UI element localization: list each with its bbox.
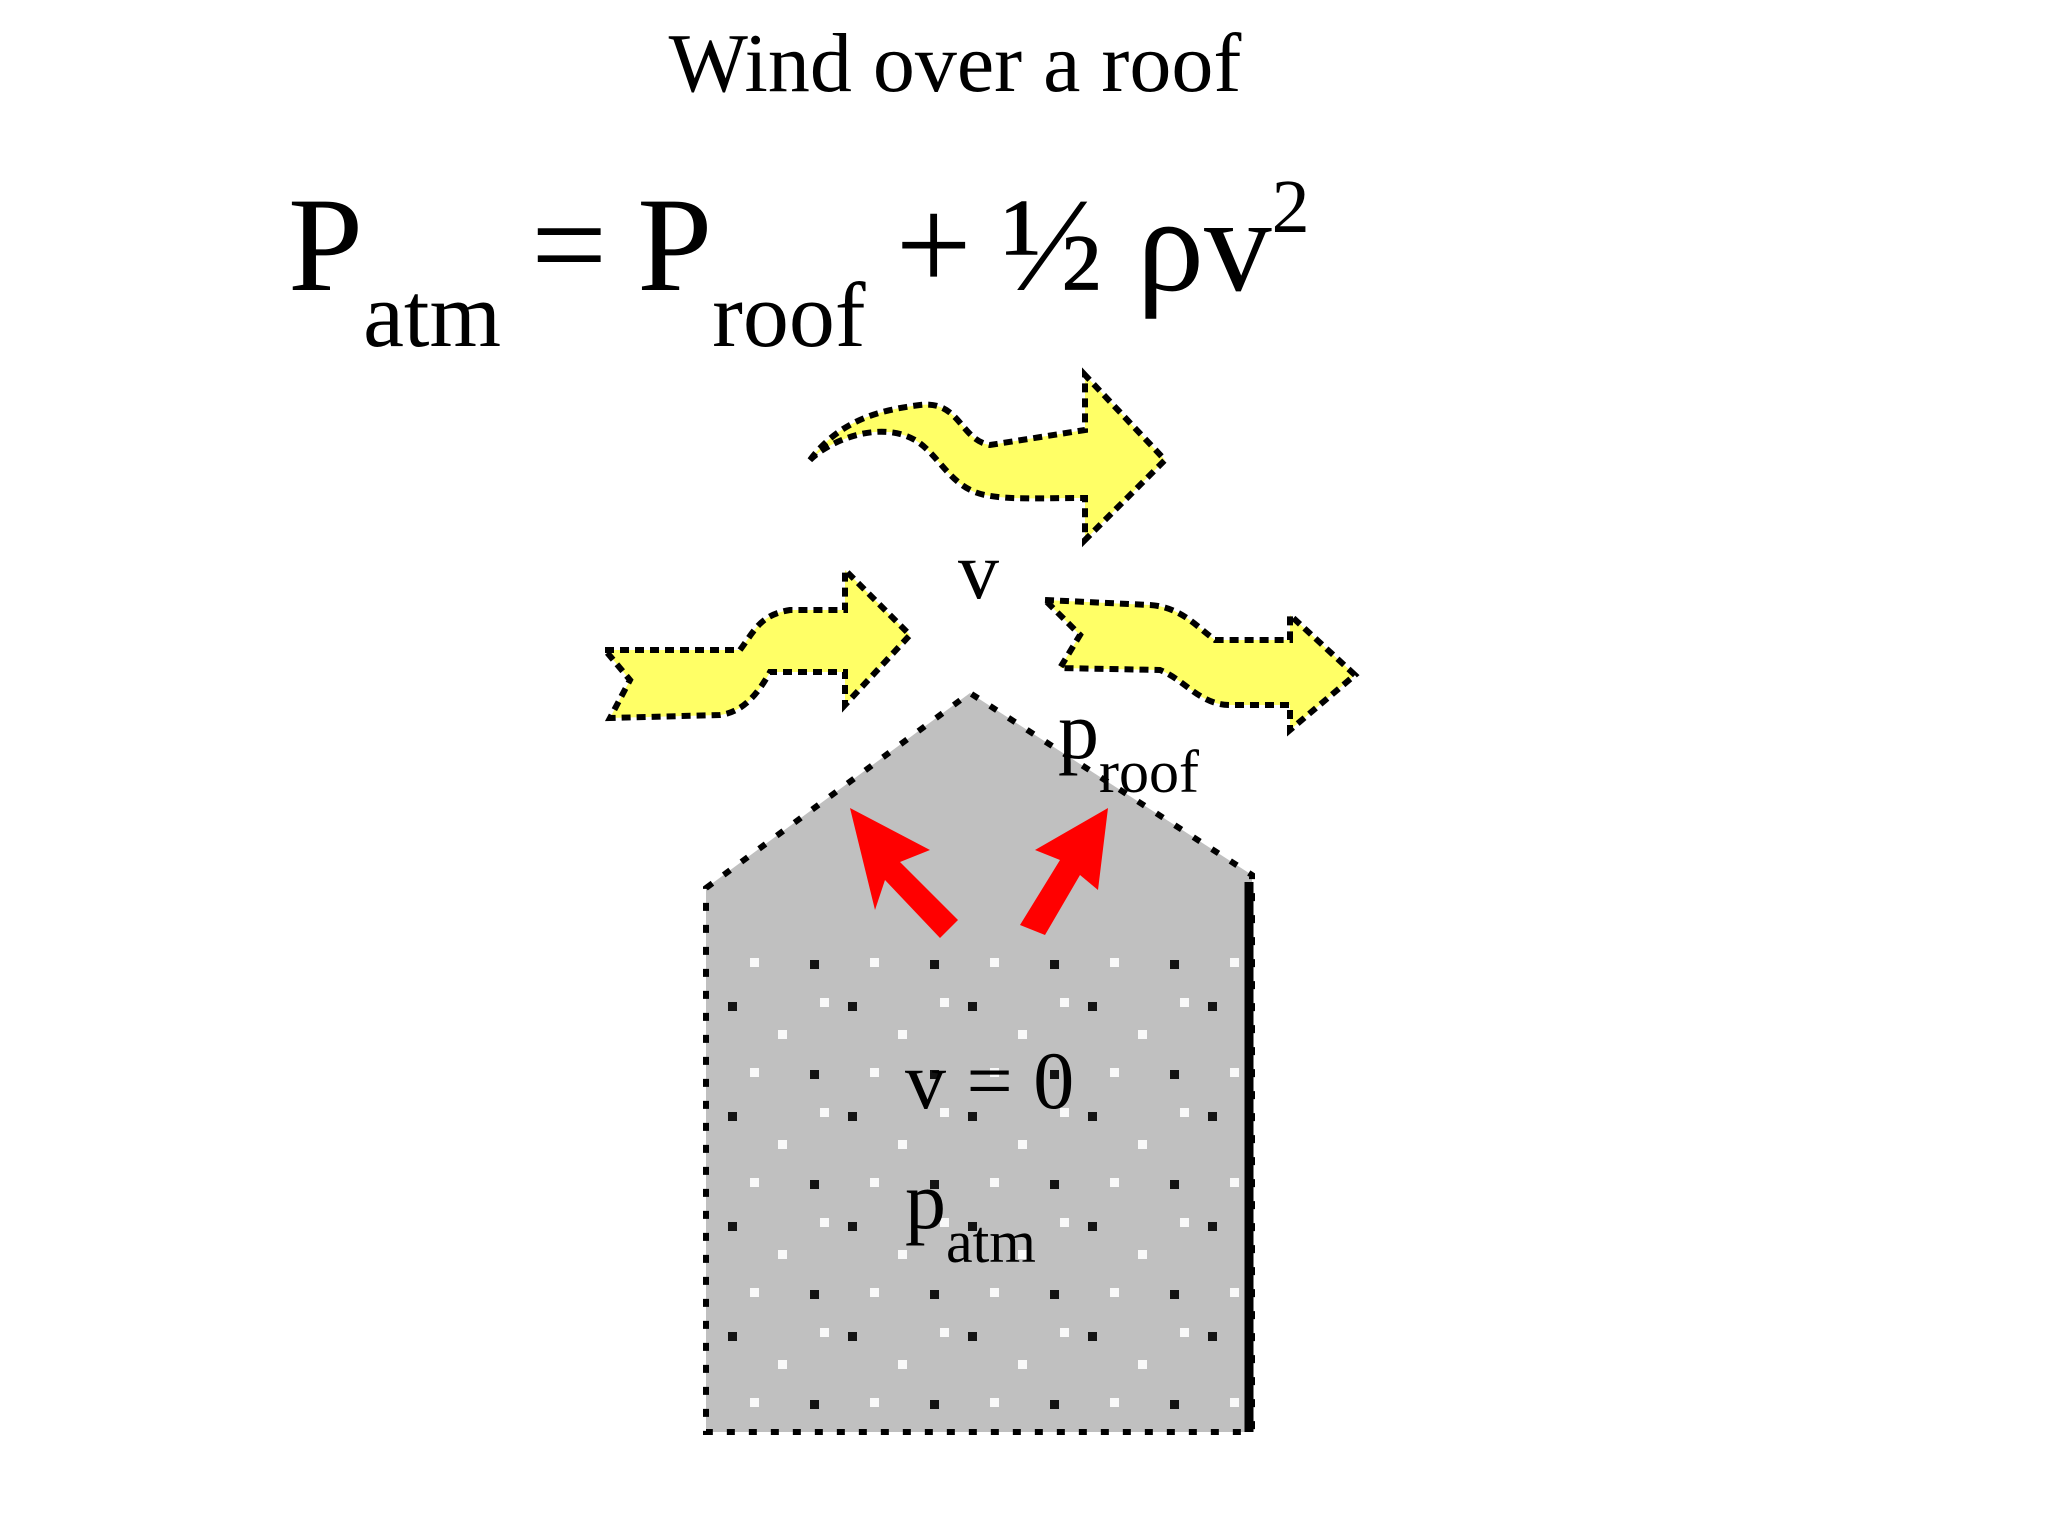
wind-arrow-left	[598, 562, 915, 722]
wind-arrow-right	[1037, 596, 1360, 737]
inside-pressure-subscript: atm	[946, 1209, 1036, 1275]
roof-pressure-symbol: p	[1058, 685, 1099, 776]
diagram-title: Wind over a roof	[668, 17, 1242, 110]
inside-pressure-label: patm	[905, 1160, 1036, 1273]
eq-exponent: 2	[1271, 165, 1310, 249]
roof-pressure-label: proof	[1058, 690, 1199, 803]
lift-arrow-left	[850, 808, 958, 938]
eq-rho-v: ρv	[1136, 171, 1272, 320]
eq-plus-sign: +	[895, 171, 972, 320]
wind-speed-label: v	[958, 525, 999, 616]
eq-equals-sign: =	[531, 171, 608, 320]
wind-arrow-top	[807, 367, 1170, 548]
inside-pressure-symbol: p	[905, 1155, 946, 1246]
roof-pressure-subscript: roof	[1099, 739, 1199, 805]
house	[703, 689, 1255, 1435]
eq-one-half: ½	[1001, 171, 1103, 320]
lift-arrow-right	[1020, 808, 1108, 935]
bernoulli-equation: Patm=Proof+½ ρv2	[288, 169, 1310, 361]
eq-p-roof-symbol: P	[637, 171, 713, 320]
eq-p-atm-symbol: P	[288, 171, 364, 320]
eq-p-roof-subscript: roof	[712, 264, 866, 366]
inside-velocity-label: v = 0	[905, 1035, 1075, 1126]
house-speckles	[718, 950, 1240, 1420]
eq-p-atm-subscript: atm	[363, 264, 502, 366]
